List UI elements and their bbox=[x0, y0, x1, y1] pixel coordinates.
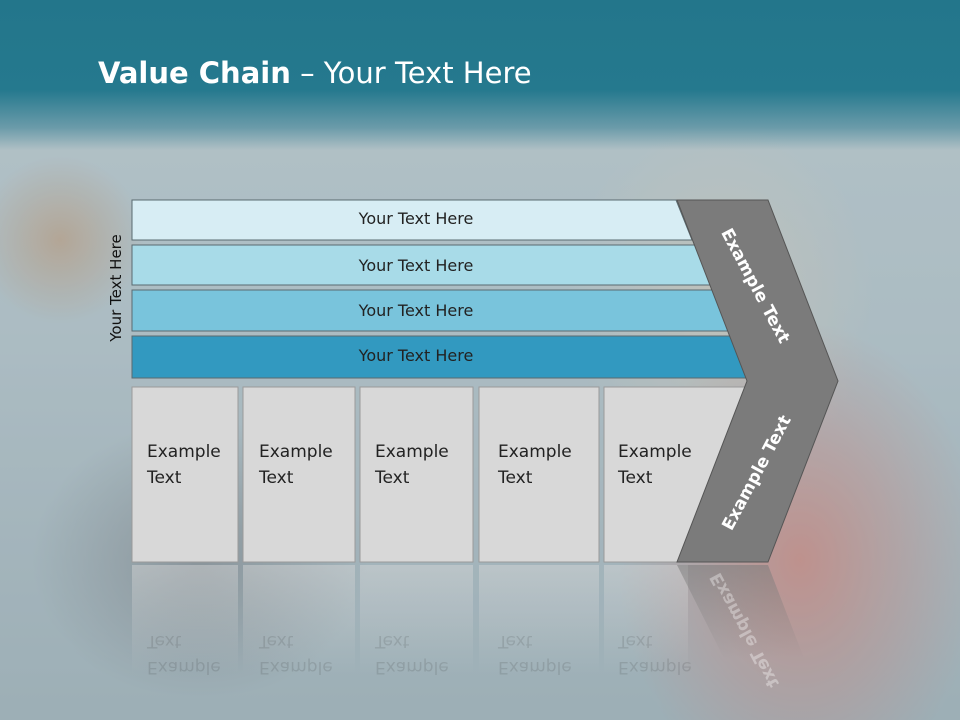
title-bold: Value Chain bbox=[98, 56, 291, 90]
box-5-reflection bbox=[604, 565, 688, 720]
box-4-reflection bbox=[479, 565, 599, 720]
slide-title: Value Chain – Your Text Here bbox=[98, 56, 532, 90]
bar-1-label: Your Text Here bbox=[358, 209, 474, 228]
bar-3-label: Your Text Here bbox=[358, 301, 474, 320]
box-1 bbox=[131, 386, 239, 563]
box-4 bbox=[478, 386, 600, 563]
box-1-reflection bbox=[132, 565, 238, 720]
bar-4-label: Your Text Here bbox=[358, 346, 474, 365]
chevron-reflection bbox=[677, 565, 810, 690]
box-2 bbox=[242, 386, 356, 563]
bar-2-label: Your Text Here bbox=[358, 256, 474, 275]
box-2-reflection bbox=[243, 565, 355, 720]
chevron-arrow bbox=[676, 199, 839, 563]
title-bar bbox=[0, 0, 960, 150]
title-rest: – Your Text Here bbox=[290, 56, 532, 90]
box-3 bbox=[359, 386, 474, 563]
box-3-reflection bbox=[360, 565, 473, 720]
